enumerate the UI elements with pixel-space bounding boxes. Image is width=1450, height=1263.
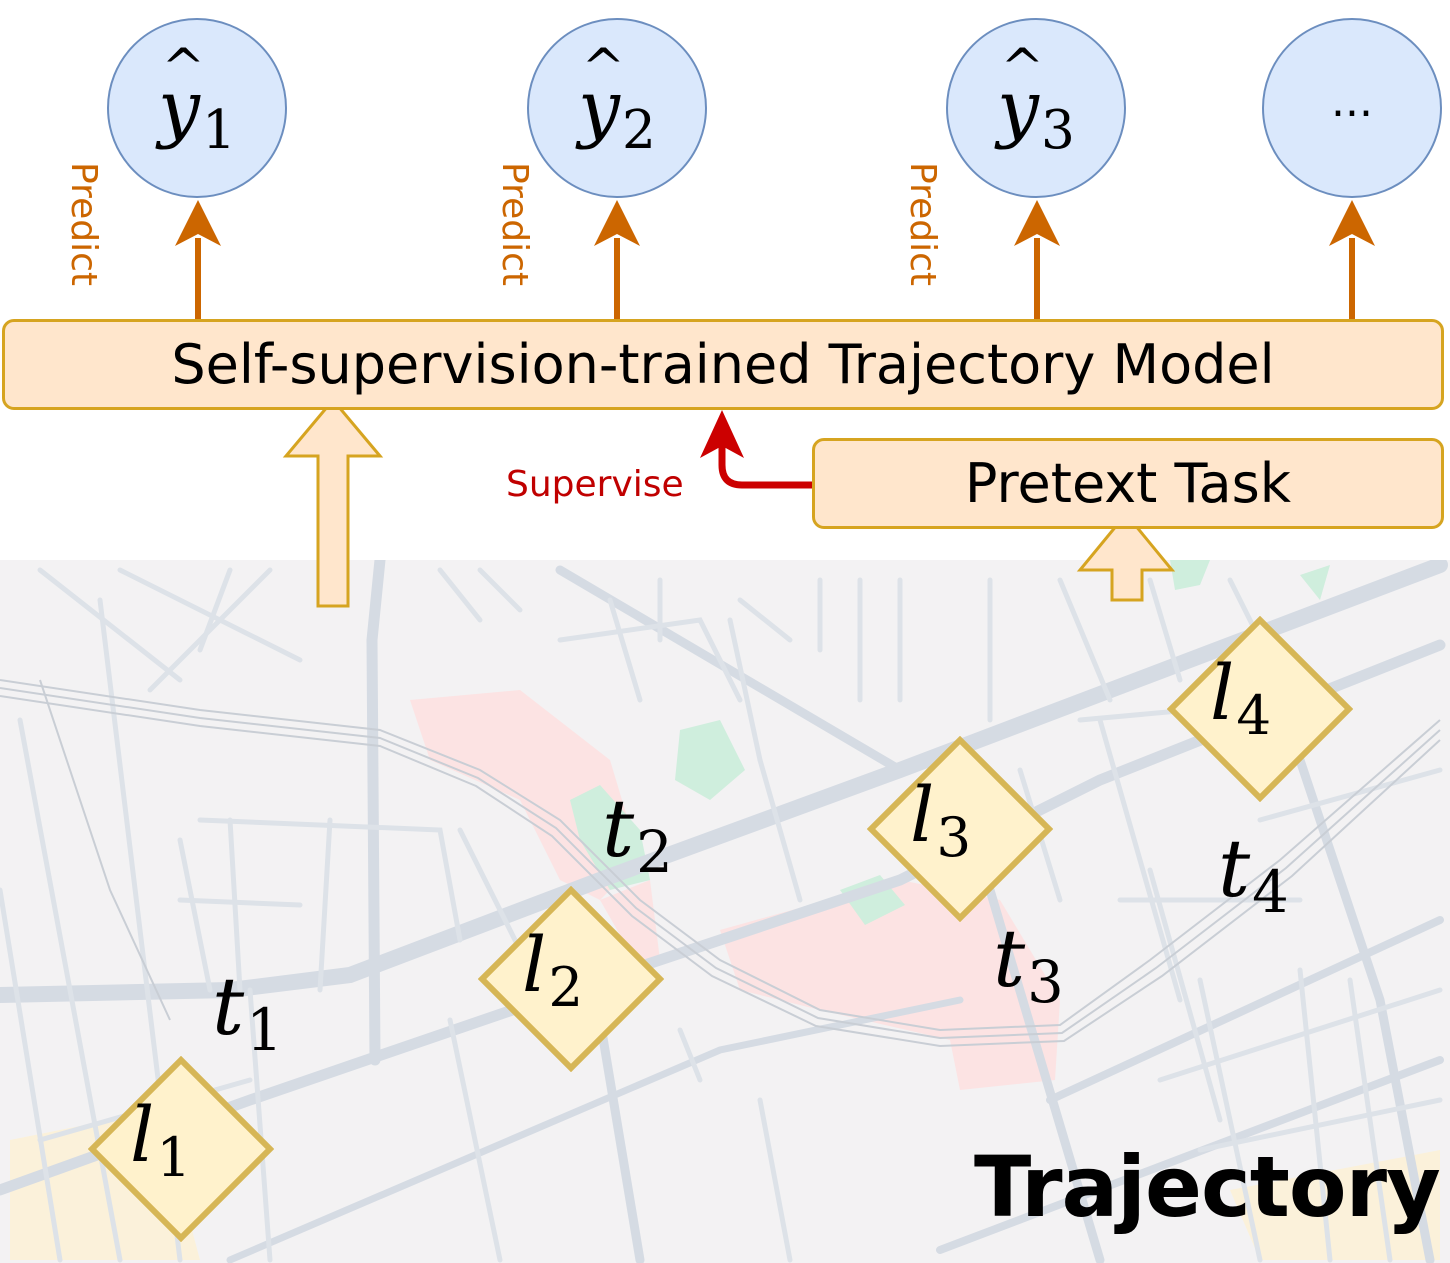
supervise-arrow [700,410,812,489]
time-label-t3: t3 [993,912,1064,1017]
location-marker-l4 [1167,616,1353,802]
predict-arrow-1 [175,200,221,320]
output-node-y3: ^y3 [946,18,1126,198]
time-label-t1: t1 [212,960,283,1065]
output-node-ellipsis: ... [1262,18,1442,198]
location-marker-l1 [88,1056,274,1242]
predict-label-2: Predict [494,162,535,286]
output-node-y2: ^y2 [527,18,707,198]
trajectory-model-label: Self-supervision-trained Trajectory Mode… [171,333,1275,396]
predict-arrow-4 [1329,200,1375,320]
location-label-l2: l2 [522,920,584,1020]
input-block-arrow [282,397,384,608]
output-node-y1: ^y1 [107,18,287,198]
predict-label-1: Predict [63,162,104,286]
supervise-label: Supervise [506,464,684,505]
pretext-task-box: Pretext Task [812,438,1444,529]
pretext-task-label: Pretext Task [964,452,1292,515]
connectors-layer [175,200,1375,608]
location-label-l3: l3 [910,770,972,870]
trajectory-title: Trajectory [974,1138,1441,1236]
predict-label-3: Predict [902,162,943,286]
pretext-input-block-arrow [1076,511,1176,602]
predict-arrow-2 [594,200,640,320]
location-marker-l3 [867,736,1053,922]
location-label-l1: l1 [130,1090,192,1190]
time-label-t4: t4 [1218,822,1289,927]
location-marker-l2 [478,886,664,1072]
predict-arrow-3 [1014,200,1060,320]
trajectory-model-box: Self-supervision-trained Trajectory Mode… [2,319,1444,410]
trajectory-map: l1 l2 l3 l4 t1 t2 t3 t4 Trajectory [0,560,1450,1263]
map-roads-graphic [0,560,1448,1263]
location-label-l4: l4 [1210,648,1272,748]
time-label-t2: t2 [602,782,673,887]
